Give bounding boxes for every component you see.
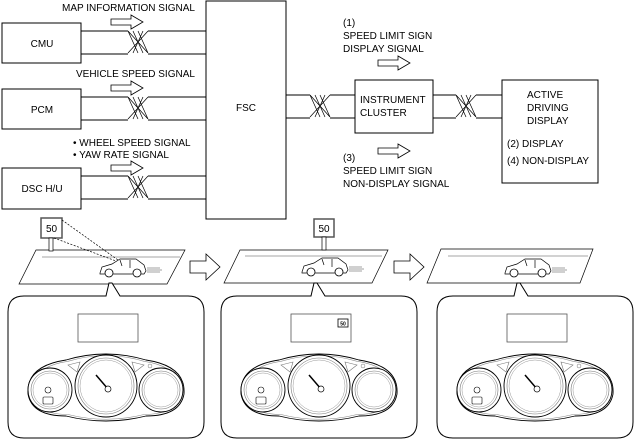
nondisplay-signal-arrow [377,143,411,159]
transition-arrow-2 [393,253,425,281]
fsc-label: FSC [236,103,256,114]
speed-sign-2-value: 50 [318,224,330,235]
vehicle-1 [99,258,162,278]
cluster-label-line2: CLUSTER [360,108,407,119]
indicator-light [257,386,265,394]
indicator-box [42,396,54,405]
cluster-speed-sign-value: 50 [340,322,346,328]
yaw-rate-signal-label: • YAW RATE SIGNAL [73,150,169,161]
speed-sign-1-value: 50 [46,224,58,235]
scene-2: 50 [223,218,389,284]
speed-sign-2: 50 [313,218,335,251]
dsc-wire [81,175,206,200]
nondisplay-signal-line1: SPEED LIMIT SIGN [343,166,432,177]
cluster-speed-sign-icon [337,318,349,328]
active-driving-display-block: ACTIVE DRIVING DISPLAY (2) DISPLAY (4) N… [501,79,599,184]
cluster-display-screen [506,313,568,343]
pcm-block: PCM [1,88,82,130]
scene-3 [426,248,594,284]
cluster-callout-1 [7,282,205,439]
right-gauge [351,367,397,413]
vehicle-3 [504,258,567,278]
fsc-cluster-wire [286,94,355,119]
cluster-display-screen [290,313,352,343]
indicator-box [471,396,483,405]
cmu-wire [81,30,206,55]
add-label-line2: DRIVING [527,103,569,114]
map-information-signal-label: MAP INFORMATION SIGNAL [62,3,195,14]
indicator-light [473,386,481,394]
add-label-line1: ACTIVE [527,90,563,101]
road-2 [223,249,389,284]
indicator-light [44,386,52,394]
signal-3-number: (3) [343,153,355,164]
transition-arrow-1 [189,253,221,281]
dsc-hu-label: DSC H/U [21,184,62,195]
camera-view-lines [53,219,119,262]
vehicle-2 [301,257,364,277]
speed-sign-1: 50 [40,217,63,252]
pcm-label: PCM [31,105,53,116]
cmu-label: CMU [31,39,54,50]
road-3 [426,248,594,284]
scene-1: 50 [18,217,186,285]
add-label-line3: DISPLAY [527,116,569,127]
display-signal-arrow [377,55,411,71]
indicator-box [255,396,267,405]
right-gauge [138,367,184,413]
road-1 [18,249,186,285]
add-state-nondisplay: (4) NON-DISPLAY [507,156,589,167]
cluster-callout-3 [436,282,634,439]
display-signal-line1: SPEED LIMIT SIGN [343,31,432,42]
vehicle-speed-signal-label: VEHICLE SPEED SIGNAL [76,69,195,80]
cluster-callout-2: 50 [220,282,418,439]
right-gauge [567,367,613,413]
cluster-label-line1: INSTRUMENT [360,95,426,106]
dsc-signal-arrow [110,160,144,176]
display-signal-line2: DISPLAY SIGNAL [343,44,424,55]
fsc-block: FSC [205,0,287,220]
cluster-display-screen [77,313,139,343]
cmu-block: CMU [1,22,82,64]
vehicle-signal-arrow [110,80,144,96]
add-state-display: (2) DISPLAY [507,139,564,150]
wheel-speed-signal-label: • WHEEL SPEED SIGNAL [73,138,191,149]
instrument-cluster-block: INSTRUMENT CLUSTER [354,79,434,134]
cluster-add-wire [433,94,502,119]
signal-1-number: (1) [343,18,355,29]
pcm-wire [81,96,206,121]
map-signal-arrow [110,14,144,30]
dsc-hu-block: DSC H/U [1,167,82,210]
nondisplay-signal-line2: NON-DISPLAY SIGNAL [343,179,450,190]
